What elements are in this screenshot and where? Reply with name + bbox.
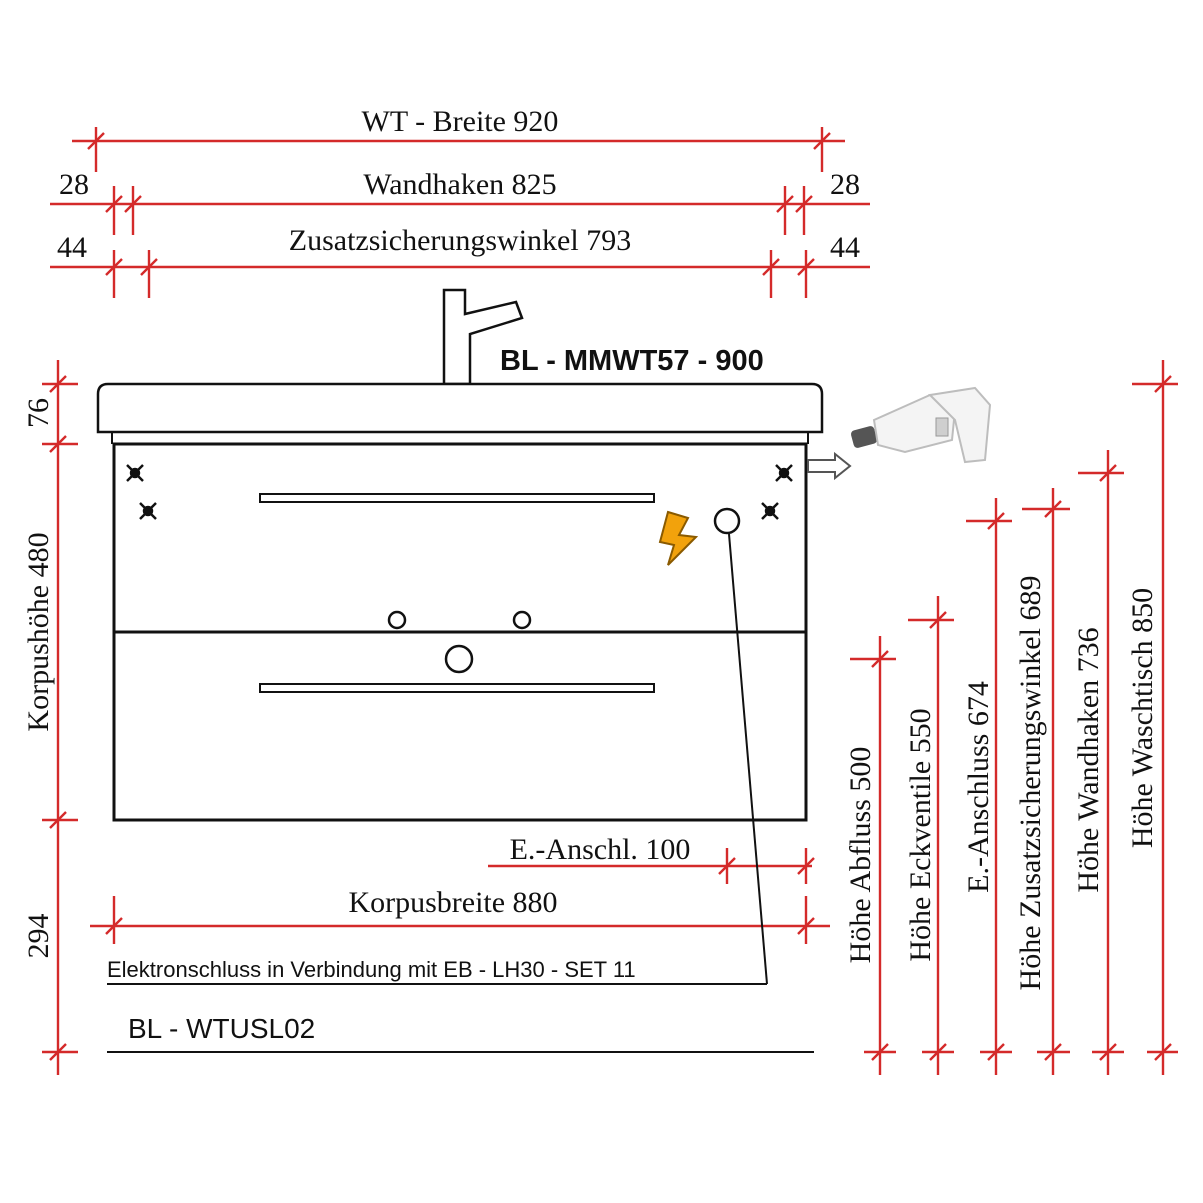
cabinet-model-label: BL - WTUSL02 [128, 1013, 315, 1044]
bottom-dimension-group: E.-Anschl. 100 Korpusbreite 880 [90, 833, 830, 944]
wandhaken-left-offset: 28 [59, 168, 89, 201]
e-anschluss-height-label: E.-Anschluss 674 [962, 681, 995, 893]
electric-outlet-opening [713, 507, 741, 535]
wt-breite-label: WT - Breite 920 [362, 105, 559, 138]
wt-height-label: 76 [22, 398, 55, 428]
floor-gap-label: 294 [22, 914, 55, 959]
zusatz-right-offset: 44 [830, 231, 860, 264]
hoehe-eckventile-label: Höhe Eckventile 550 [904, 708, 937, 961]
e-anschl-label: E.-Anschl. 100 [510, 833, 691, 866]
electronic-connection-note: Elektronschluss in Verbindung mit EB - L… [107, 957, 636, 982]
drill-icon [807, 386, 992, 481]
electric-leader-line [728, 533, 768, 985]
cabinet [112, 442, 808, 822]
hoehe-waschtisch-label: Höhe Waschtisch 850 [1126, 588, 1159, 848]
mount-point-icon [126, 464, 144, 482]
wandhaken-right-offset: 28 [830, 168, 860, 201]
zusatz-label: Zusatzsicherungswinkel 793 [289, 224, 631, 257]
mount-point-icon [139, 502, 157, 520]
right-dimension-group: Höhe Abfluss 500 Höhe Eckventile 550 E.-… [844, 360, 1178, 1075]
mount-point-icon [761, 502, 779, 520]
washbasin-model-label: BL - MMWT57 - 900 [500, 345, 764, 377]
upper-drawer-handle [259, 493, 655, 503]
korpushoehe-label: Korpushöhe 480 [22, 532, 55, 731]
lightning-icon [658, 510, 699, 566]
lower-drawer-handle [259, 683, 655, 693]
hoehe-wandhaken-label: Höhe Wandhaken 736 [1072, 627, 1105, 892]
drain-opening [444, 644, 474, 674]
hoehe-zusatz-label: Höhe Zusatzsicherungswinkel 689 [1014, 576, 1047, 991]
zusatz-left-offset: 44 [57, 231, 87, 264]
mount-point-icon [775, 464, 793, 482]
wandhaken-label: Wandhaken 825 [363, 168, 556, 201]
hoehe-abfluss-label: Höhe Abfluss 500 [844, 747, 877, 964]
top-dimension-group: WT - Breite 920 Wandhaken 825 28 28 Zusa… [50, 105, 870, 298]
left-dimension-group: 76 Korpushöhe 480 294 [22, 360, 78, 1075]
eckventil-left [387, 610, 407, 630]
korpusbreite-label: Korpusbreite 880 [348, 886, 557, 919]
eckventil-right [512, 610, 532, 630]
washbasin [96, 382, 824, 444]
